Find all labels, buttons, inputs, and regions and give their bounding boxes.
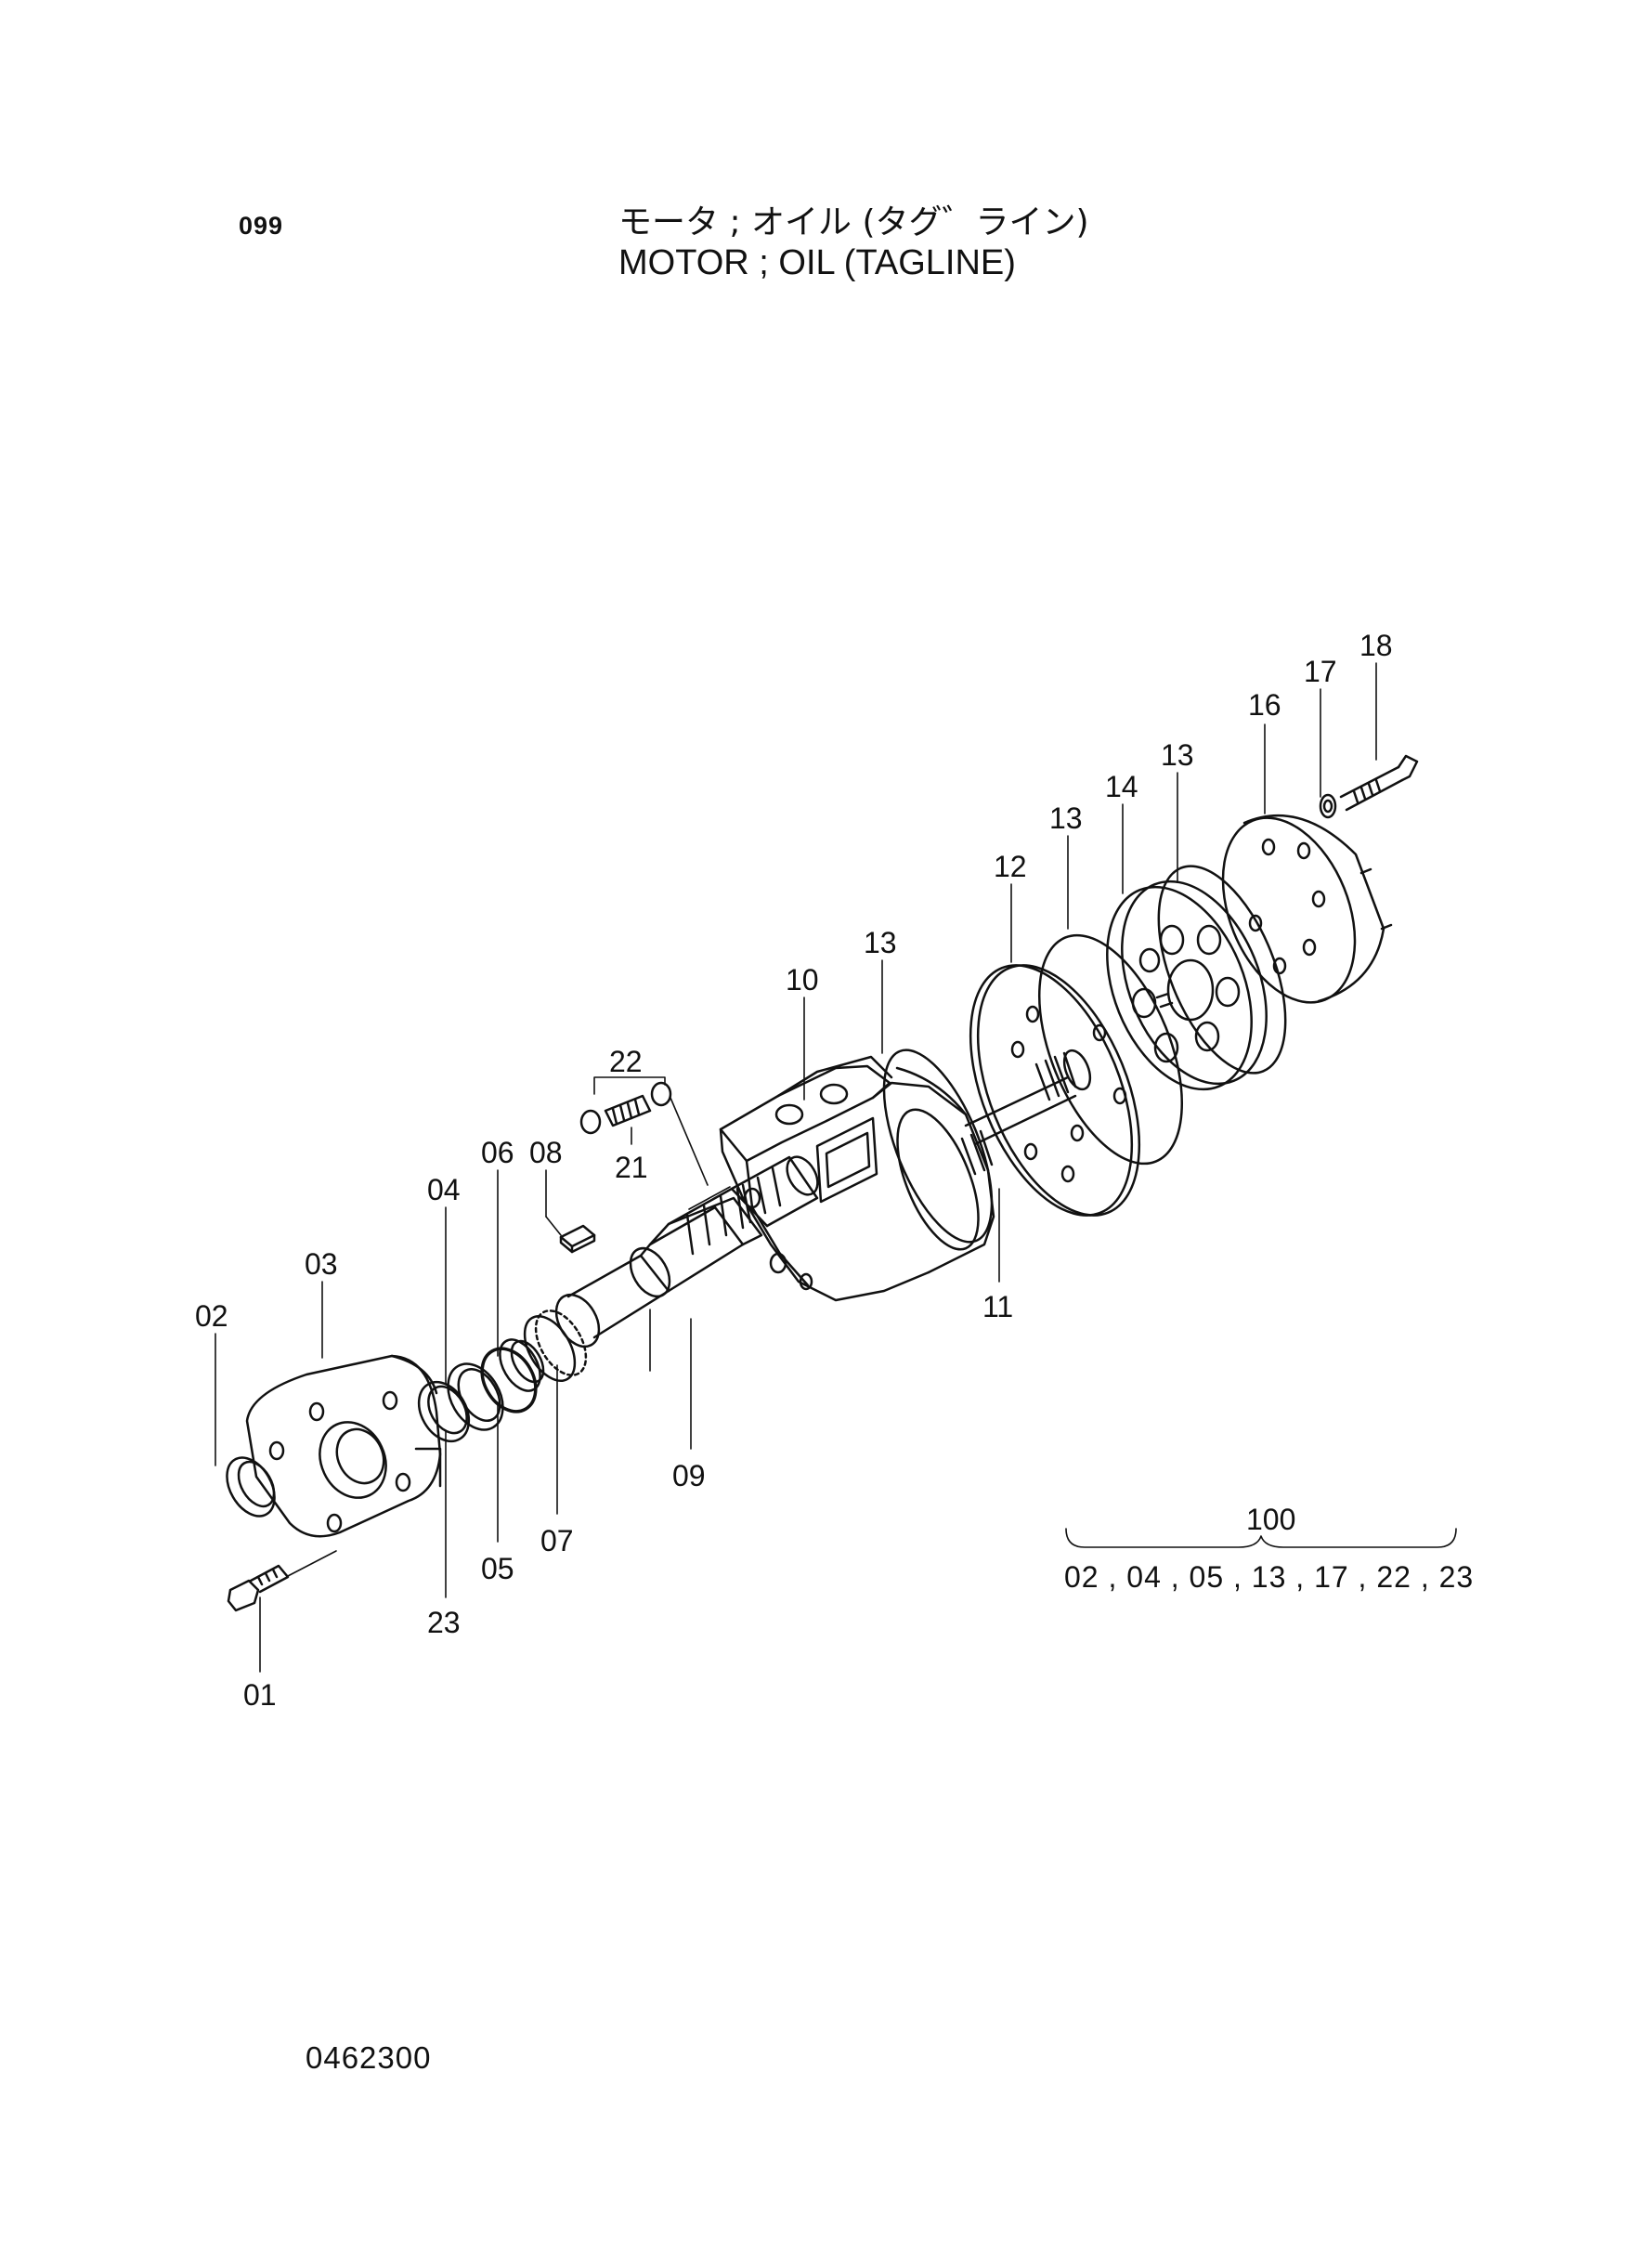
kit-items: 02 , 04 , 05 , 13 , 17 , 22 , 23 (1064, 1560, 1475, 1594)
part-13-oring-c[interactable] (1133, 849, 1311, 1091)
document-number: 0462300 (306, 2040, 432, 2075)
part-10-housing[interactable] (688, 1055, 995, 1302)
callout-18: 18 (1359, 629, 1393, 662)
callout-07: 07 (540, 1524, 574, 1557)
part-12-plate[interactable] (938, 943, 1172, 1239)
page-number: 099 (239, 212, 284, 240)
callout-03: 03 (305, 1247, 338, 1281)
part-03-flange[interactable] (245, 1354, 442, 1538)
part-13-oring-b[interactable] (1010, 915, 1211, 1183)
callout-06: 06 (481, 1136, 514, 1169)
callout-10: 10 (786, 963, 819, 997)
diagram-title-japanese: モータ ; オイル (タグ゛ライン) (618, 203, 1089, 241)
callout-11: 11 (982, 1290, 1013, 1323)
callout-23: 23 (427, 1606, 461, 1639)
callout-09: 09 (672, 1459, 706, 1492)
part-06-washer[interactable] (491, 1333, 550, 1398)
callout-13-a: 13 (864, 926, 897, 959)
part-14-gerotor[interactable] (1079, 860, 1294, 1111)
callout-04: 04 (427, 1173, 461, 1206)
callout-12: 12 (994, 850, 1027, 883)
leader-lines (215, 662, 1457, 1673)
part-21-valve[interactable] (579, 1081, 709, 1186)
part-04-ring[interactable] (436, 1354, 514, 1440)
part-02-seal[interactable] (217, 1450, 284, 1525)
callout-02: 02 (195, 1299, 228, 1333)
callout-05: 05 (481, 1552, 514, 1585)
part-18-bolt[interactable] (1339, 754, 1419, 812)
part-16-end-cover[interactable] (1198, 799, 1393, 1023)
callout-13-c: 13 (1161, 738, 1194, 772)
callout-13-b: 13 (1049, 801, 1083, 835)
part-01-plug[interactable] (227, 1550, 337, 1612)
callout-17: 17 (1304, 655, 1337, 688)
callout-22: 22 (609, 1045, 643, 1078)
kit-number: 100 (1246, 1503, 1296, 1536)
part-13-oring-a[interactable] (862, 1036, 1014, 1257)
part-11-drive-shaft[interactable] (960, 1047, 1095, 1176)
part-17-washer[interactable] (1319, 793, 1337, 819)
part-08-key[interactable] (559, 1224, 596, 1254)
callout-01: 01 (243, 1678, 277, 1712)
callout-16: 16 (1248, 688, 1281, 722)
callout-08: 08 (529, 1136, 563, 1169)
part-09-shaft[interactable] (548, 1152, 824, 1372)
callout-21: 21 (615, 1151, 648, 1184)
callout-14: 14 (1105, 770, 1138, 803)
diagram-title-english: MOTOR ; OIL (TAGLINE) (618, 243, 1016, 282)
part-05-snap-ring[interactable] (471, 1339, 546, 1421)
